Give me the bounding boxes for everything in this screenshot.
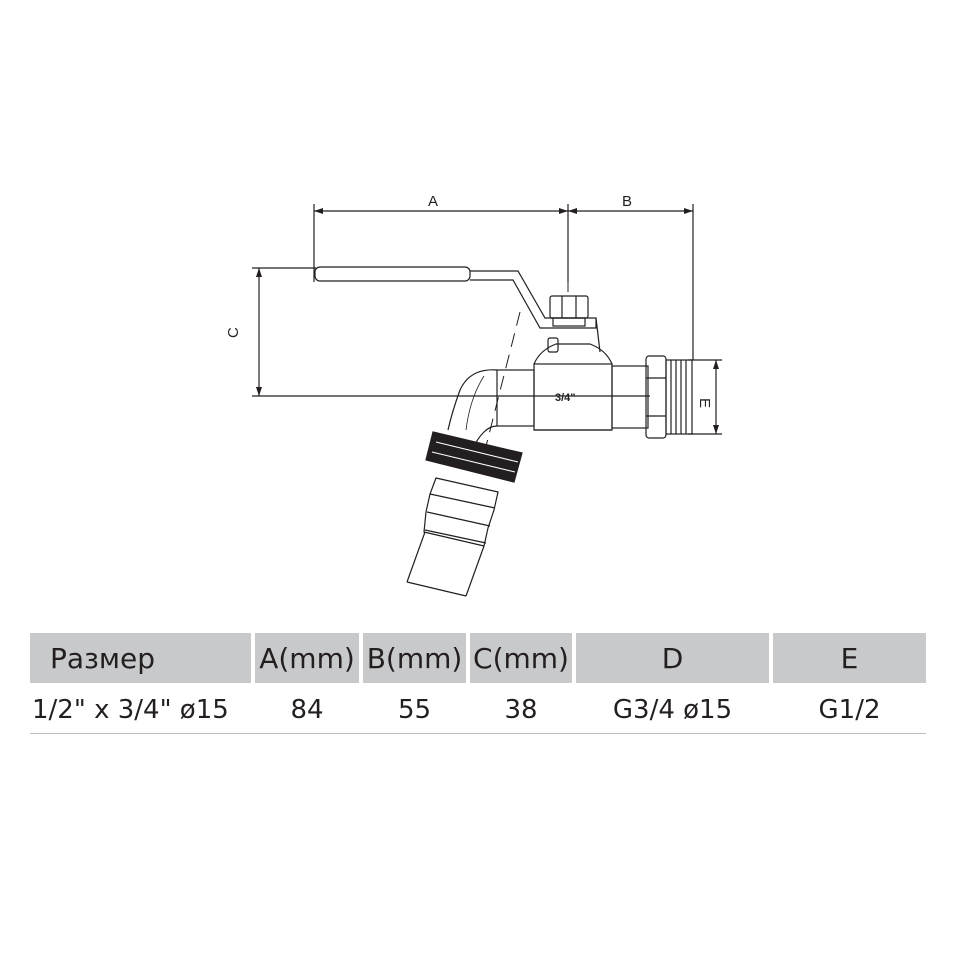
spout-axis-line xyxy=(479,311,521,471)
table-cell-e: G1/2 xyxy=(818,695,881,725)
dimension-a xyxy=(313,204,569,282)
knurled-nut xyxy=(425,431,523,483)
table-cell-size: 1/2" x 3/4" ø15 xyxy=(32,695,229,725)
valve-body xyxy=(496,343,649,431)
body-marking: 3/4" xyxy=(555,392,576,404)
hose xyxy=(406,531,485,597)
hose-barb xyxy=(423,477,499,547)
header-size: Размер xyxy=(30,633,251,683)
dimension-e-label: E xyxy=(696,398,713,408)
dimension-b-label: B xyxy=(622,193,632,210)
header-e: E xyxy=(773,633,926,683)
table-cell-d: G3/4 ø15 xyxy=(612,695,733,725)
hex-nut xyxy=(645,355,667,439)
lever-handle xyxy=(314,266,601,353)
header-a: A(mm) xyxy=(255,633,359,683)
stem-nut xyxy=(547,295,589,353)
table-divider xyxy=(30,733,926,734)
table-cell-c: 38 xyxy=(504,695,538,725)
header-c: C(mm) xyxy=(470,633,572,683)
valve-technical-drawing: A B C E xyxy=(225,193,722,597)
header-d: D xyxy=(576,633,769,683)
dimension-e xyxy=(688,359,722,435)
table-cell-b: 55 xyxy=(397,695,432,725)
elbow-spout xyxy=(447,369,498,449)
header-b: B(mm) xyxy=(363,633,466,683)
dimension-a-label: A xyxy=(428,193,438,210)
dimension-c xyxy=(252,267,650,397)
dimension-c-label: C xyxy=(225,327,242,338)
table-cell-a: 84 xyxy=(290,695,324,725)
male-thread xyxy=(665,359,693,435)
dimension-b xyxy=(568,204,694,360)
